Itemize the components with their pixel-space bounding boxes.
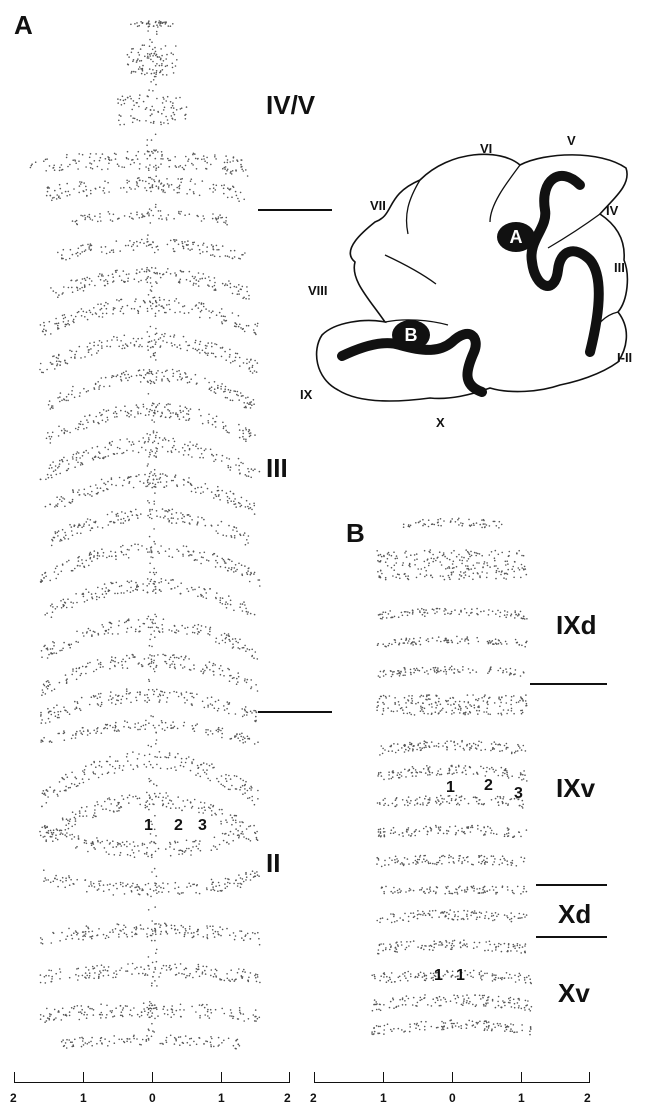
scale-b-label-2: 0 — [449, 1092, 456, 1104]
scale-b-tick-4 — [589, 1072, 590, 1082]
fissure-vii-viii — [385, 255, 436, 284]
lobule-label-v: V — [567, 134, 576, 147]
scale-a-tick-2 — [152, 1072, 153, 1082]
scale-a-tick-0 — [14, 1072, 15, 1082]
lobule-label-ix: IX — [300, 388, 312, 401]
scale-b-tick-2 — [452, 1072, 453, 1082]
fissure-vi-vii — [407, 180, 421, 234]
scale-a-tick-3 — [221, 1072, 222, 1082]
scale-b-tick-3 — [521, 1072, 522, 1082]
scale-a-label-0: 2 — [10, 1092, 17, 1104]
scale-b-label-4: 2 — [584, 1092, 591, 1104]
scale-b-label-1: 1 — [380, 1092, 387, 1104]
lobule-label-iv: IV — [606, 204, 618, 217]
inset-marker-b: B — [392, 320, 430, 350]
scale-a-label-4: 2 — [284, 1092, 291, 1104]
scale-a-tick-4 — [289, 1072, 290, 1082]
scale-a-label-3: 1 — [218, 1092, 225, 1104]
lobule-label-iii: III — [614, 261, 625, 274]
scale-bar-a — [14, 1082, 290, 1083]
lobule-label-viii: VIII — [308, 284, 328, 297]
scale-b-label-0: 2 — [310, 1092, 317, 1104]
lobule-label-x: X — [436, 416, 445, 429]
scale-b-tick-1 — [383, 1072, 384, 1082]
lobule-label-vii: VII — [370, 199, 386, 212]
scale-b-tick-0 — [314, 1072, 315, 1082]
scale-a-tick-1 — [83, 1072, 84, 1082]
scale-bar-b — [314, 1082, 590, 1083]
lobule-label-vi: VI — [480, 142, 492, 155]
scale-b-label-3: 1 — [518, 1092, 525, 1104]
fissure-primary — [490, 165, 520, 222]
inset-marker-a: A — [497, 222, 535, 252]
scale-a-label-1: 1 — [80, 1092, 87, 1104]
scale-a-label-2: 0 — [149, 1092, 156, 1104]
section-band-a — [531, 176, 598, 352]
lobule-label-i-ii: I-II — [617, 351, 632, 364]
fissure-iii-iv — [548, 214, 600, 248]
